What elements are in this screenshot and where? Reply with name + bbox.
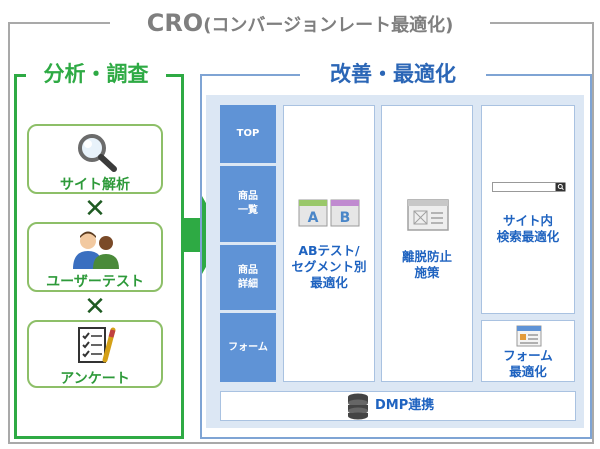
database-icon [348,393,368,420]
cross-icon: ✕ [84,292,106,322]
user-test-label: ユーザーテスト [46,274,144,290]
user-test-card: ユーザーテスト [27,222,163,292]
search-bar-icon [492,182,566,192]
magnifier-icon [78,134,117,172]
form-optimization-line1: フォーム [503,348,553,363]
arrow-right-icon [184,196,224,274]
form-optimization-panel: フォーム 最適化 [481,320,575,382]
title-sub: (コンバージョンレート最適化) [203,15,454,36]
page-step-form: フォーム [220,313,276,382]
form-icon [516,325,542,347]
page-step-list: 商品 一覧 [220,166,276,242]
exit-prevention-line1: 離脱防止 [401,249,452,264]
questionnaire-card: アンケート [27,320,163,388]
site-analysis-card: サイト解析 [27,124,163,194]
site-search-line1: サイト内 [502,213,553,228]
ab-icon-b: B [340,210,351,226]
ab-test-panel: A B ABテスト/ セグメント別 最適化 [283,105,375,382]
questionnaire-label: アンケート [60,371,130,387]
site-search-panel: サイト内 検索最適化 [481,105,575,314]
cross-icon: ✕ [84,194,106,224]
ab-test-line3: 最適化 [310,275,348,290]
page-title: CRO(コンバージョンレート最適化) [110,6,490,40]
ab-icon-a: A [308,210,319,226]
questionnaire-icon [78,327,116,363]
page-step-detail: 商品 詳細 [220,245,276,310]
title-main: CRO [146,9,204,37]
dmp-label: DMP連携 [375,398,435,413]
page-step-top: TOP [220,105,276,163]
site-analysis-label: サイト解析 [60,177,130,193]
optimization-title: 改善・最適化 [300,59,486,89]
site-search-line2: 検索最適化 [496,229,560,244]
exit-prevention-line2: 施策 [414,265,440,280]
users-icon [73,231,119,269]
form-optimization-line2: 最適化 [509,364,547,379]
ab-test-line2: セグメント別 [291,259,367,274]
exit-prevention-panel: 離脱防止 施策 [381,105,473,382]
browser-window-icon [407,199,449,231]
analysis-title: 分析・調査 [26,59,166,89]
ab-test-icon: A B [298,199,360,227]
dmp-integration-bar: DMP連携 [220,391,576,421]
ab-test-line1: ABテスト/ [298,243,360,258]
